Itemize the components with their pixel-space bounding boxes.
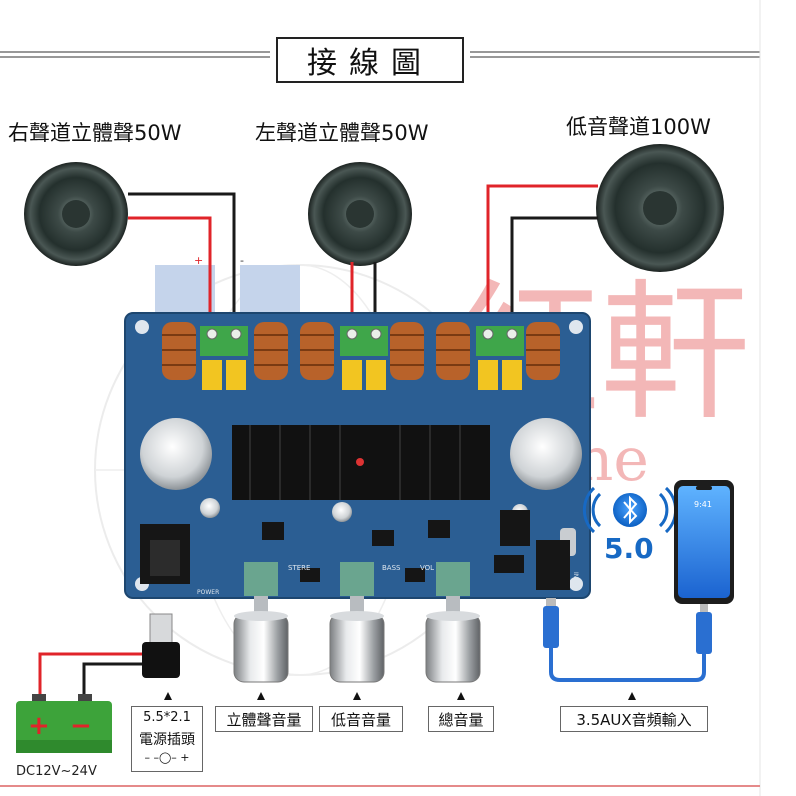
title-rule [0, 51, 760, 58]
power-jack-polarity: – –◯– + [144, 751, 190, 764]
phone-time: 9:41 [694, 500, 712, 509]
silk-input: INPUT [572, 572, 579, 590]
battery-minus: − [70, 711, 92, 741]
aux-jack-board [536, 540, 570, 590]
label-master-volume: 總音量 [428, 706, 494, 732]
ics [262, 510, 530, 582]
label-speaker-left: 左聲道立體聲50W [255, 121, 429, 145]
label-aux-input: 3.5AUX音頻輸入 [560, 706, 708, 732]
battery-plus: + [28, 711, 50, 741]
battery-voltage: DC12V~24V [16, 764, 97, 779]
pointer-arrows [164, 692, 636, 700]
pot-stereo [244, 562, 278, 596]
label-speaker-bass: 低音聲道100W [566, 115, 711, 139]
silk-vol: VOL [420, 564, 434, 572]
diagram-title: 接線圖 [276, 37, 464, 83]
silk-power: POWER [197, 589, 219, 596]
electrolytic-capacitor-left [140, 418, 212, 490]
knob-stereo[interactable] [233, 596, 289, 683]
power-wires [38, 652, 142, 700]
bluetooth-badge [582, 486, 678, 534]
knob-master[interactable] [425, 596, 481, 683]
aux-cable [543, 598, 712, 682]
speaker-terminals [200, 326, 524, 356]
battery: + − [16, 694, 112, 753]
bluetooth-version: 5.0 [604, 532, 654, 565]
speaker-right [24, 162, 128, 266]
speaker-left [308, 162, 412, 266]
pot-vol [436, 562, 470, 596]
silk-bass: BASS [382, 564, 401, 572]
amplifier-board: STERE BASS VOL POWER INPUT [124, 312, 591, 599]
silk-stereo: STERE [288, 564, 310, 572]
polarity-minus: - [240, 254, 244, 267]
power-jack-name: 電源插頭 [139, 732, 195, 748]
power-jack-label: 5.5*2.1 電源插頭 – –◯– + [131, 706, 203, 772]
label-stereo-volume: 立體聲音量 [215, 706, 313, 732]
pot-bass [340, 562, 374, 596]
smartphone [674, 480, 734, 612]
knob-bass[interactable] [329, 596, 385, 683]
label-bass-volume: 低音音量 [319, 706, 403, 732]
electrolytic-capacitor-right [510, 418, 582, 490]
film-capacitors [202, 360, 522, 390]
dc-power-plug [142, 613, 180, 678]
label-speaker-right: 右聲道立體聲50W [8, 121, 182, 145]
inductors [162, 322, 560, 380]
speaker-bass [596, 144, 724, 272]
speaker-wires [128, 184, 598, 333]
power-jack-size: 5.5*2.1 [143, 710, 191, 725]
polarity-plus: + [194, 254, 203, 267]
